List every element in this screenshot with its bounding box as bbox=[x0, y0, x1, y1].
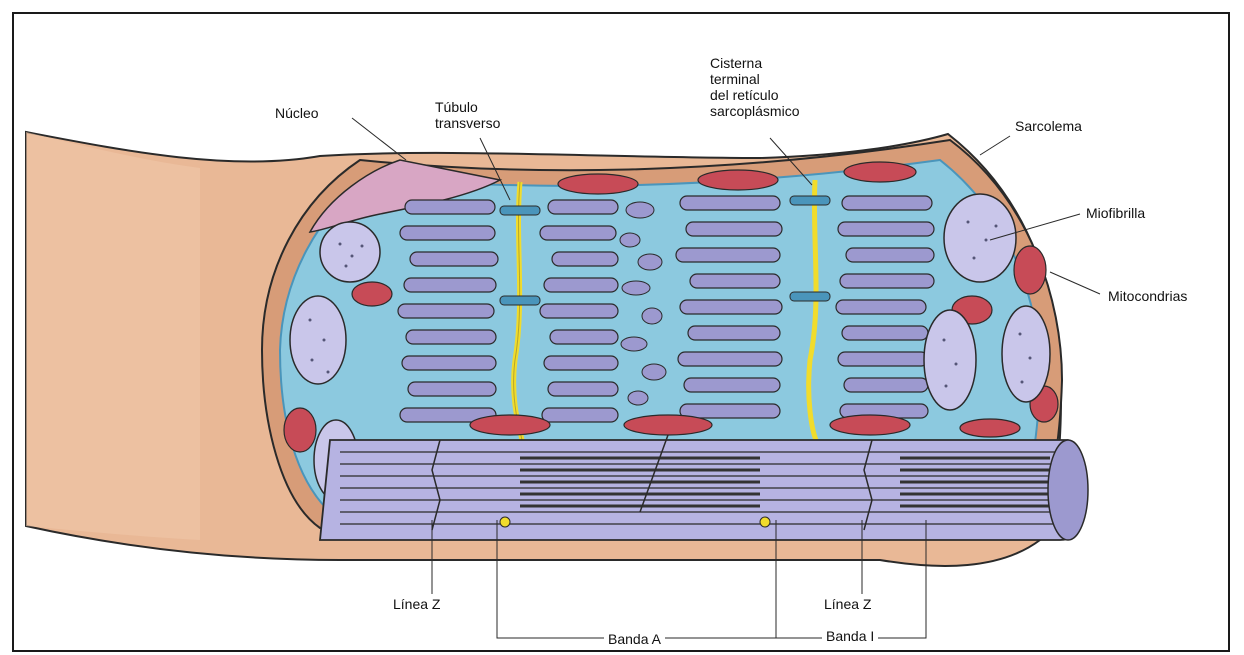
label-banda-a: Banda A bbox=[604, 631, 665, 647]
fiber-shading bbox=[26, 132, 200, 540]
label-nucleo: Núcleo bbox=[275, 105, 319, 121]
cylinder-end-face bbox=[1048, 440, 1088, 540]
label-linea-z-right: Línea Z bbox=[824, 596, 871, 612]
label-banda-i: Banda I bbox=[822, 628, 878, 644]
t-tubule-cut-right bbox=[760, 517, 770, 527]
label-sarcolema: Sarcolema bbox=[1015, 118, 1082, 134]
myofibril-cylinder bbox=[320, 440, 1086, 540]
label-tubulo-transverso: Túbulo transverso bbox=[435, 99, 500, 131]
label-mitocondrias: Mitocondrias bbox=[1108, 288, 1187, 304]
label-linea-z-left: Línea Z bbox=[393, 596, 440, 612]
label-cisterna-terminal: Cisterna terminal del retículo sarcoplás… bbox=[710, 55, 799, 119]
t-tubule-cut-left bbox=[500, 517, 510, 527]
label-miofibrilla: Miofibrilla bbox=[1086, 205, 1145, 221]
